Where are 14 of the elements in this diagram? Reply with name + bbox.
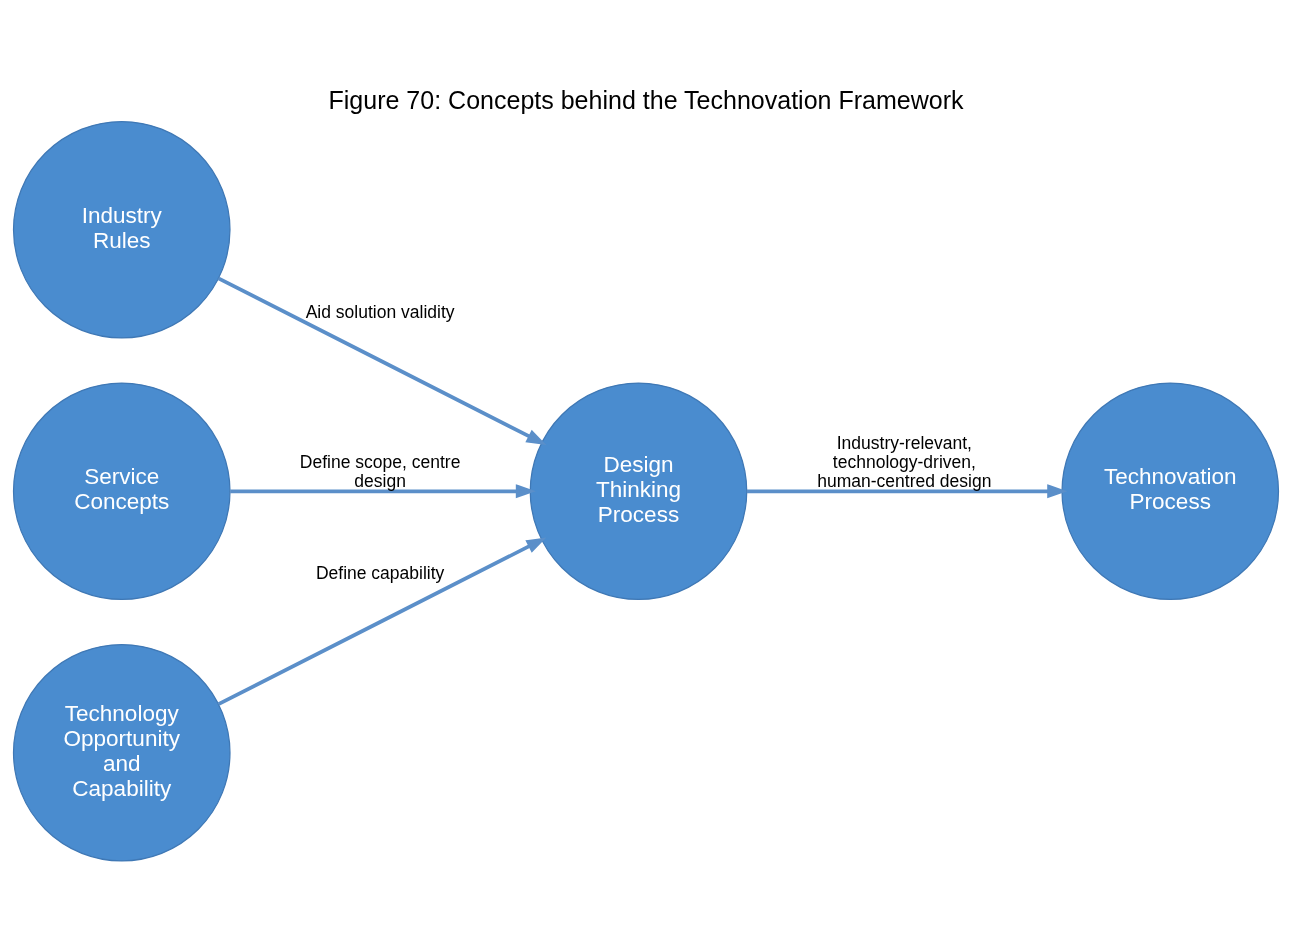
arrow — [746, 484, 1068, 499]
arrow — [230, 484, 536, 499]
arrow — [217, 276, 547, 446]
node-circle: Technology Opportunity and Capability — [12, 643, 231, 862]
node-circle: Service Concepts — [12, 382, 231, 601]
arrow — [217, 537, 547, 706]
diagram-title: Figure 70: Concepts behind the Technovation Framework — [328, 86, 964, 115]
edge-label: Define capability — [315, 563, 445, 584]
node-circle: Design Thinking Process — [529, 382, 748, 601]
node-circle: Technovation Process — [1061, 382, 1280, 601]
node-circle: Industry Rules — [12, 120, 231, 339]
edge-label: Aid solution validity — [305, 301, 455, 322]
edge-label: Define scope, centre design — [299, 451, 461, 491]
edge-label: Industry-relevant, technology-driven, human-centred design — [817, 432, 992, 491]
